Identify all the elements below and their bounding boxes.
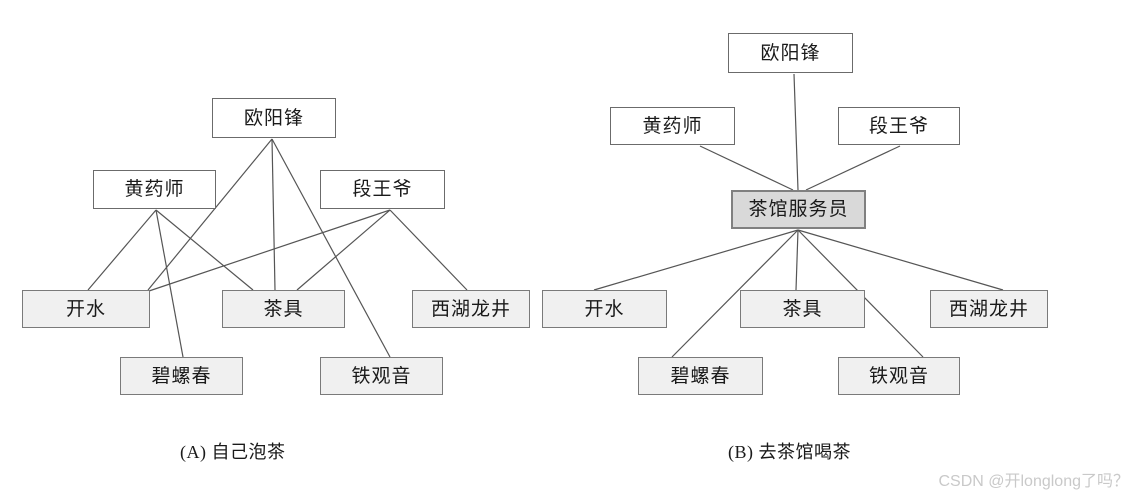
node-label: 西湖龙井	[430, 298, 511, 320]
node-label: 茶具	[263, 298, 304, 320]
panel-a-caption: (A) 自己泡茶	[180, 442, 286, 462]
node-label: 铁观音	[351, 365, 412, 387]
edge-line	[389, 209, 468, 291]
node-b-biluochun: 碧螺春	[638, 357, 763, 395]
edge-line	[296, 209, 391, 291]
node-label: 茶具	[782, 298, 823, 320]
node-label: 欧阳锋	[760, 42, 821, 64]
edge-line	[593, 229, 799, 291]
watermark-text: CSDN @开longlong了吗？	[938, 473, 1129, 490]
panel-b-caption: (B) 去茶馆喝茶	[728, 442, 851, 462]
node-b-kaishui: 开水	[542, 290, 667, 328]
node-b-xihulongjing: 西湖龙井	[930, 290, 1048, 328]
edge-line	[793, 73, 799, 191]
node-label: 开水	[584, 298, 625, 320]
node-a-huangyaoshi: 黄药师	[93, 170, 216, 209]
node-a-kaishui: 开水	[22, 290, 150, 328]
node-b-ouyangfeng: 欧阳锋	[728, 33, 853, 73]
node-label: 欧阳锋	[243, 107, 304, 129]
edge-line	[699, 145, 794, 191]
edge-line	[148, 209, 391, 292]
node-label: 西湖龙井	[948, 298, 1029, 320]
node-label: 开水	[65, 298, 106, 320]
node-a-xihulongjing: 西湖龙井	[412, 290, 530, 328]
edge-line	[155, 209, 184, 358]
node-a-tieguanyin: 铁观音	[320, 357, 443, 395]
edge-line	[805, 145, 901, 191]
node-b-duanwangye: 段王爷	[838, 107, 960, 145]
edge-line	[155, 209, 254, 291]
node-label: 黄药师	[124, 179, 185, 200]
node-b-tieguanyin: 铁观音	[838, 357, 960, 395]
edge-line	[797, 229, 1004, 291]
node-label: 碧螺春	[151, 365, 212, 387]
node-a-ouyangfeng: 欧阳锋	[212, 98, 336, 138]
node-label: 茶馆服务员	[748, 199, 849, 220]
node-label: 段王爷	[352, 179, 413, 200]
edge-line	[87, 209, 157, 291]
node-a-duanwangye: 段王爷	[320, 170, 445, 209]
node-a-chaju: 茶具	[222, 290, 345, 328]
node-label: 黄药师	[642, 115, 703, 137]
node-b-fuwuyuan: 茶馆服务员	[731, 190, 866, 229]
edge-line	[795, 229, 799, 291]
node-label: 段王爷	[868, 115, 929, 137]
edge-line	[271, 138, 276, 291]
node-b-huangyaoshi: 黄药师	[610, 107, 735, 145]
node-a-biluochun: 碧螺春	[120, 357, 243, 395]
edge-line	[147, 138, 273, 291]
node-label: 铁观音	[868, 365, 929, 387]
node-label: 碧螺春	[670, 365, 731, 387]
node-b-chaju: 茶具	[740, 290, 865, 328]
